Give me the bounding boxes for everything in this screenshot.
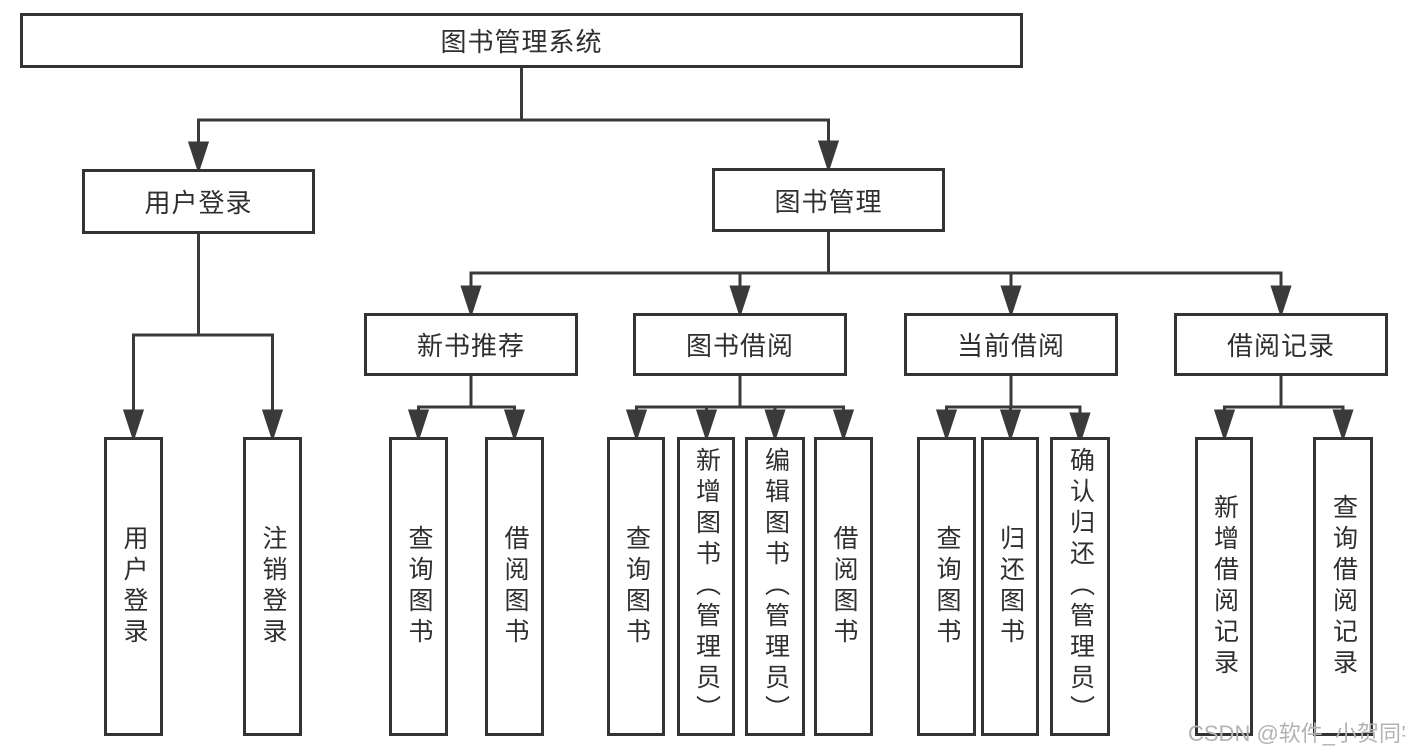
leaf-bb-borrow-books: 借阅图书	[814, 437, 873, 736]
node-book-borrowing: 图书借阅	[633, 313, 847, 376]
leaf-cb-confirm-return-admin: 确认归还（管理员）	[1050, 437, 1110, 736]
leaf-cb-return-books: 归还图书	[981, 437, 1039, 736]
leaf-logout: 注销登录	[243, 437, 302, 736]
node-user-login: 用户登录	[82, 169, 315, 234]
node-current-borrowing: 当前借阅	[904, 313, 1118, 376]
node-new-book-recommend: 新书推荐	[364, 313, 578, 376]
leaf-nb-borrow-books: 借阅图书	[485, 437, 544, 736]
leaf-nb-query-books: 查询图书	[389, 437, 448, 736]
watermark: CSDN @软件_小贺同学	[1188, 721, 1405, 746]
node-book-management: 图书管理	[712, 168, 945, 232]
node-root: 图书管理系统	[20, 13, 1023, 68]
leaf-bb-add-books-admin: 新增图书（管理员）	[677, 437, 735, 736]
leaf-cb-query-books: 查询图书	[917, 437, 976, 736]
node-borrowing-records: 借阅记录	[1174, 313, 1388, 376]
leaf-bb-query-books: 查询图书	[607, 437, 665, 736]
leaf-rec-add-record: 新增借阅记录	[1195, 437, 1253, 736]
leaf-user-login: 用户登录	[104, 437, 163, 736]
leaf-rec-query-record: 查询借阅记录	[1313, 437, 1373, 736]
leaf-bb-edit-books-admin: 编辑图书（管理员）	[745, 437, 805, 736]
